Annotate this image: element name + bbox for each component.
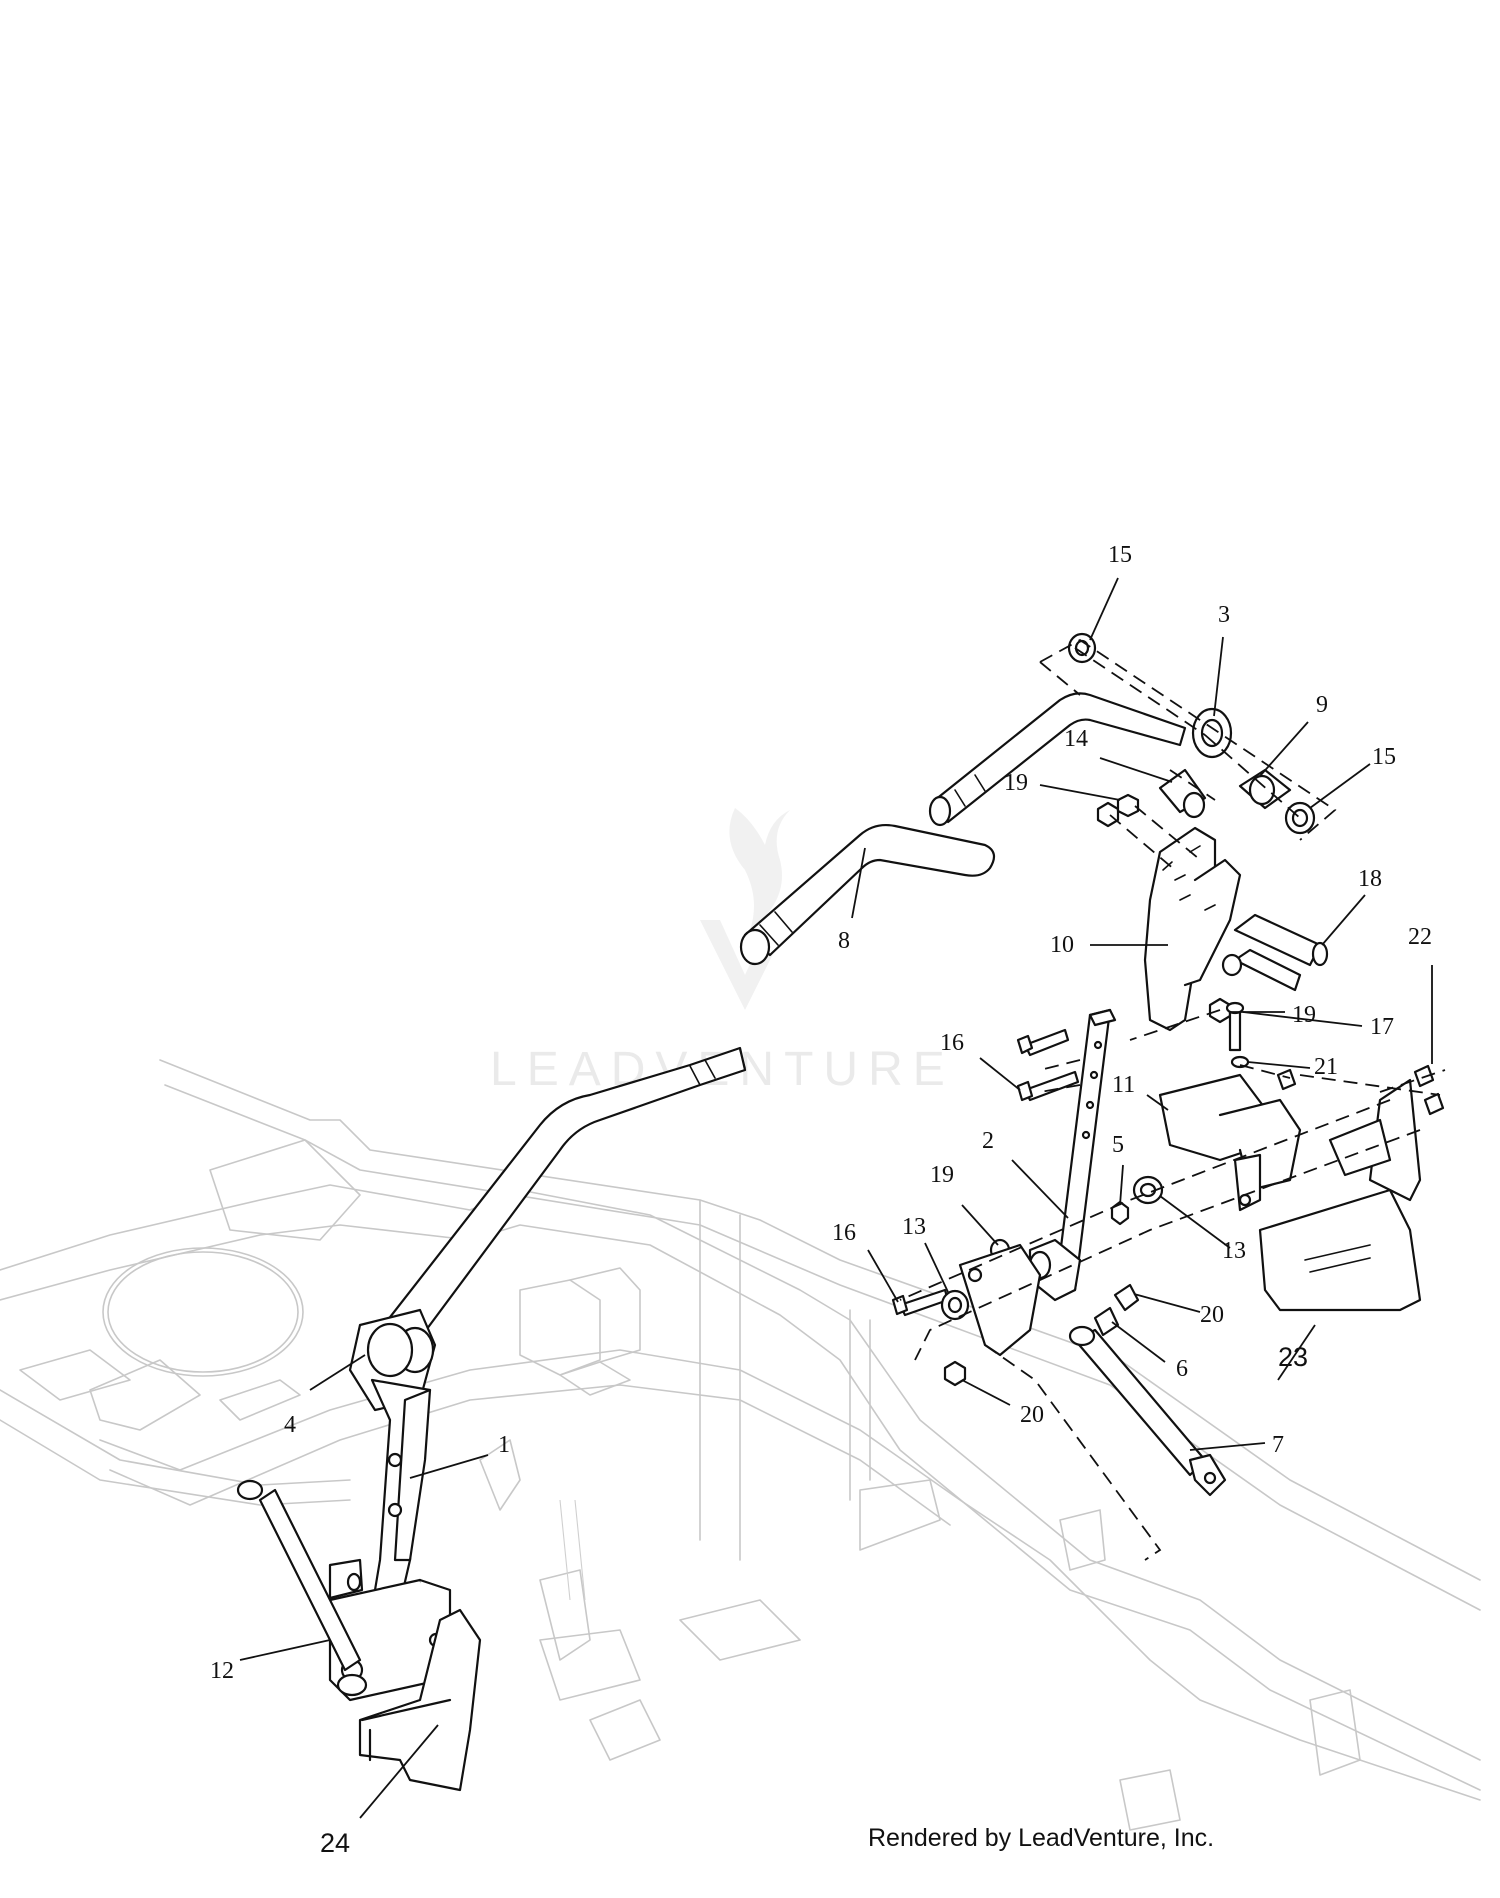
callout-12: 12 <box>210 1658 234 1684</box>
assembly-lines <box>899 638 1446 1561</box>
callout-11: 11 <box>1112 1072 1135 1098</box>
callout-6: 6 <box>1176 1356 1188 1382</box>
part-7-gas-spring <box>1068 1325 1227 1497</box>
part-10-bracket <box>1143 826 1242 1032</box>
handle-bar-left <box>739 823 996 966</box>
callout-3: 3 <box>1218 602 1230 628</box>
callout-22: 22 <box>1408 924 1432 950</box>
control-lever-assembly <box>236 1308 482 1792</box>
tractor-frame <box>0 1059 1481 1831</box>
callout-15: 15 <box>1108 542 1132 568</box>
callout-18: 18 <box>1358 866 1382 892</box>
leader-lines <box>239 577 1433 1819</box>
callout-19: 19 <box>1292 1002 1316 1028</box>
callout-24: 24 <box>320 1828 350 1858</box>
callout-15: 15 <box>1372 744 1396 770</box>
callouts: 15 3 9 15 14 19 18 8 10 19 22 17 16 21 1… <box>210 542 1432 1858</box>
callout-13: 13 <box>902 1214 926 1240</box>
callout-16: 16 <box>940 1030 964 1056</box>
callout-19: 19 <box>1004 770 1028 796</box>
callout-7: 7 <box>1272 1432 1284 1458</box>
callout-2: 2 <box>982 1128 994 1154</box>
callout-20: 20 <box>1020 1402 1044 1428</box>
callout-14: 14 <box>1064 726 1088 752</box>
callout-5: 5 <box>1112 1132 1124 1158</box>
part-2-bar <box>1028 1008 1117 1302</box>
callout-4: 4 <box>284 1412 296 1438</box>
callout-19: 19 <box>930 1162 954 1188</box>
handle-bar-right <box>928 692 1233 827</box>
callout-9: 9 <box>1316 692 1328 718</box>
callout-13: 13 <box>1222 1238 1246 1264</box>
callout-10: 10 <box>1050 932 1074 958</box>
callout-23: 23 <box>1278 1342 1308 1372</box>
footer-credit: Rendered by LeadVenture, Inc. <box>868 1824 1215 1852</box>
callout-1: 1 <box>498 1432 510 1458</box>
callout-16: 16 <box>832 1220 856 1246</box>
callout-8: 8 <box>838 928 850 954</box>
callout-20: 20 <box>1200 1302 1224 1328</box>
callout-17: 17 <box>1370 1014 1394 1040</box>
callout-21: 21 <box>1314 1054 1338 1080</box>
